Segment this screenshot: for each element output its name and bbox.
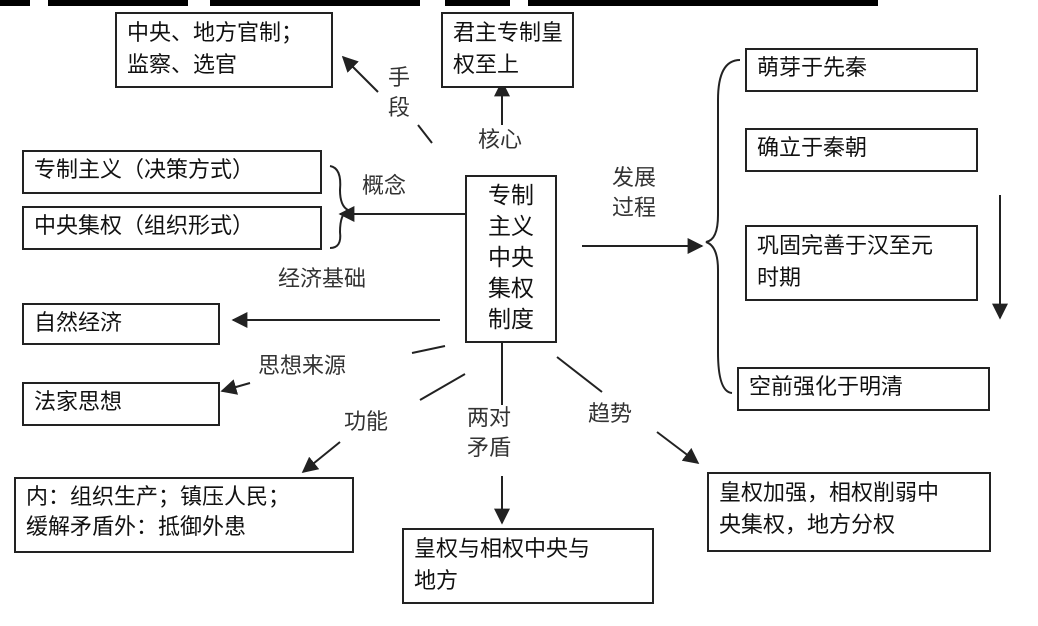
top-edge-bar bbox=[0, 0, 30, 6]
arrow-means bbox=[341, 55, 379, 93]
label-core: 核心 bbox=[478, 128, 523, 153]
top-edge-bar bbox=[210, 0, 420, 6]
label-trend: 趋势 bbox=[588, 402, 633, 427]
arrow-function bbox=[301, 441, 341, 474]
arrow-ideology bbox=[220, 379, 251, 395]
stage-box-4: 空前强化于明清 bbox=[737, 367, 990, 411]
stage-box-2: 确立于秦朝 bbox=[745, 128, 978, 172]
legalism-box: 法家思想 bbox=[22, 382, 220, 426]
economy-box: 自然经济 bbox=[22, 303, 220, 345]
center-node: 专制 主义 中央 集权 制度 bbox=[465, 175, 557, 343]
label-development: 发展 过程 bbox=[612, 166, 657, 221]
stages-brace bbox=[705, 59, 741, 394]
function-box: 内：组织生产；镇压人民； 缓解矛盾外：抵御外患 bbox=[14, 477, 354, 553]
trend-box: 皇权加强，相权削弱中 央集权，地方分权 bbox=[707, 472, 991, 552]
label-concept: 概念 bbox=[362, 174, 407, 199]
label-means: 手 段 bbox=[388, 66, 411, 121]
line-function bbox=[419, 373, 466, 401]
label-economic-basis: 经济基础 bbox=[278, 267, 367, 292]
stage-box-1: 萌芽于先秦 bbox=[745, 48, 978, 92]
top-edge-bar bbox=[445, 0, 510, 6]
stage-box-3: 巩固完善于汉至元 时期 bbox=[745, 225, 978, 301]
label-ideology: 思想来源 bbox=[258, 354, 347, 379]
arrow-trend bbox=[656, 431, 700, 464]
core-box: 君主专制皇 权至上 bbox=[441, 12, 574, 88]
officials-box: 中央、地方官制； 监察、选官 bbox=[115, 12, 333, 88]
centralization-box: 中央集权（组织形式） bbox=[22, 206, 322, 250]
top-edge-bar bbox=[528, 0, 878, 6]
contradictions-box: 皇权与相权中央与 地方 bbox=[402, 528, 654, 604]
line-ideology bbox=[411, 345, 446, 354]
autocracy-box: 专制主义（决策方式） bbox=[22, 150, 322, 194]
top-edge-bar bbox=[48, 0, 188, 6]
line-trend bbox=[556, 356, 603, 393]
concept-brace bbox=[329, 165, 351, 249]
line-means bbox=[417, 124, 433, 144]
label-two-contradictions: 两对 矛盾 bbox=[467, 406, 512, 461]
label-function: 功能 bbox=[344, 410, 389, 435]
